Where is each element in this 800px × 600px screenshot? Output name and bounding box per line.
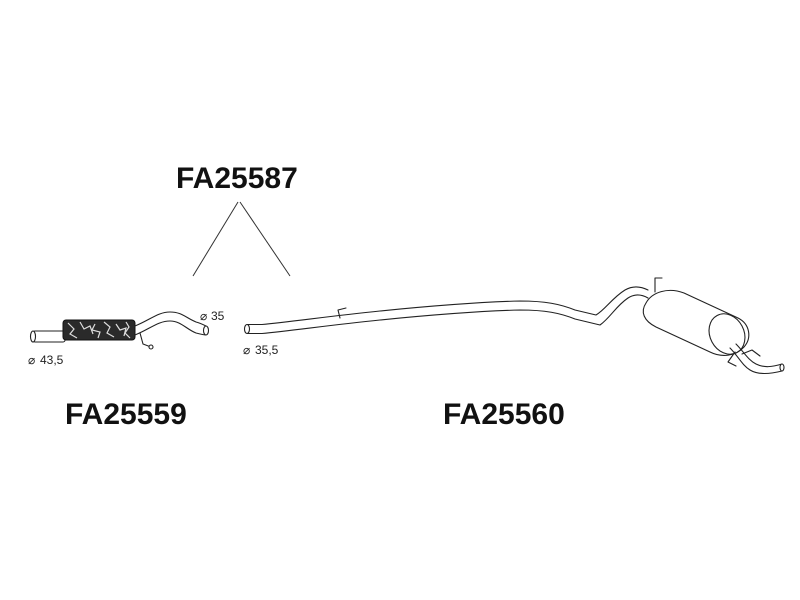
front-outlet-diameter-symbol: ⌀ bbox=[200, 309, 207, 323]
kit-guide-line-right bbox=[239, 201, 291, 277]
rear-muffler-hanger bbox=[654, 277, 663, 293]
rear-tailpipe-top bbox=[729, 347, 783, 375]
rear-tailpipe-bottom bbox=[735, 343, 783, 368]
rear-tail-hanger bbox=[727, 351, 737, 367]
rear-main-pipe-top bbox=[246, 286, 649, 326]
front-inlet-diameter-label: 43,5 bbox=[40, 353, 64, 367]
front-inlet-diameter-symbol: ⌀ bbox=[28, 353, 35, 367]
rear-part-label[interactable]: FA25560 bbox=[443, 398, 565, 431]
front-inlet-opening bbox=[29, 330, 37, 343]
front-hanger bbox=[139, 332, 152, 348]
rear-tail-bracket bbox=[741, 349, 761, 357]
front-outlet-diameter-label: 35 bbox=[211, 309, 225, 323]
rear-inlet-diameter-symbol: ⌀ bbox=[243, 343, 250, 357]
front-pipe-section[interactable] bbox=[29, 311, 210, 350]
front-part-label[interactable]: FA25559 bbox=[65, 398, 187, 431]
rear-pipe-hanger bbox=[337, 307, 347, 319]
kit-part-label[interactable]: FA25587 bbox=[176, 162, 298, 195]
rear-tailpipe-opening bbox=[779, 363, 785, 372]
kit-guide-line-left bbox=[192, 201, 239, 277]
front-inlet-stub bbox=[32, 330, 66, 343]
rear-pipe-section[interactable] bbox=[243, 277, 785, 375]
rear-inlet-opening bbox=[243, 323, 251, 335]
front-outlet-opening bbox=[202, 325, 210, 336]
front-hanger-ring bbox=[148, 344, 154, 350]
rear-main-pipe-bottom bbox=[246, 294, 649, 335]
front-outlet-pipe bbox=[134, 311, 207, 327]
rear-inlet-diameter-label: 35,5 bbox=[255, 343, 279, 357]
flex-pattern bbox=[67, 321, 131, 339]
front-outlet-pipe-lower bbox=[134, 320, 207, 336]
